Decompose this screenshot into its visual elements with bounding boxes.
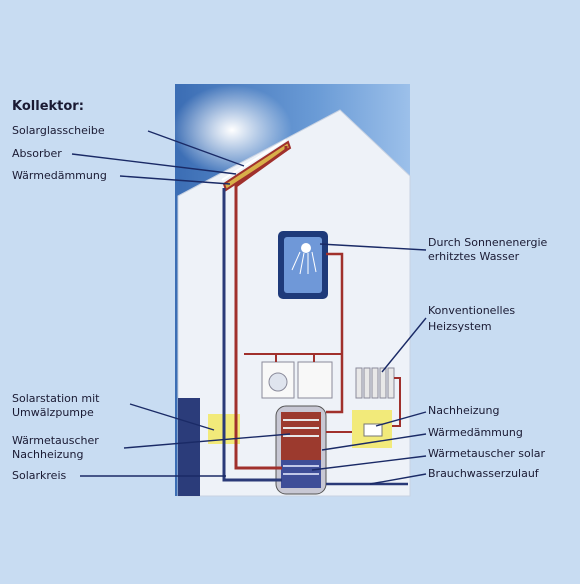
solar-circuit-cold-pipe (222, 188, 282, 482)
tank-coil-bottom (283, 465, 319, 475)
outside-wall-dark (178, 398, 200, 496)
leader-waermetauscher-nachheizung (123, 433, 291, 449)
leader-brauchwasser (369, 473, 427, 485)
label-absorber: Absorber (12, 147, 62, 160)
leader-solarglasscheibe (147, 130, 245, 167)
washing-machine-door (268, 372, 288, 392)
label-solarstation-line2: Umwälzpumpe (12, 406, 94, 419)
leader-sonne (319, 243, 427, 251)
shower-spray-icon (291, 251, 317, 275)
heating-pipe (326, 377, 401, 433)
label-waermetauscher-nach-line1: Wärmetauscher (12, 434, 99, 447)
label-sonne-line2: erhitztes Wasser (428, 250, 520, 263)
leader-waermetauscher-solar (311, 455, 427, 471)
tank-coil-top (283, 419, 319, 437)
shower-head-icon (301, 243, 311, 253)
leader-waermedaemmung (321, 433, 427, 451)
boiler-box-detail (363, 423, 383, 437)
leader-waermedaemmung-top (119, 175, 231, 185)
label-waermetauscher-nach-line2: Nachheizung (12, 448, 84, 461)
solar-circuit-hot-pipe (234, 146, 288, 470)
leader-absorber (71, 153, 237, 175)
leader-lines (71, 130, 427, 485)
leader-solarstation (129, 403, 215, 431)
label-waermetauscher-solar: Wärmetauscher solar (428, 447, 546, 460)
radiator-icon (355, 367, 395, 399)
leader-konventionell (381, 317, 427, 373)
label-waermedaemmung: Wärmedämmung (428, 426, 523, 439)
washing-machine-2 (297, 361, 333, 399)
label-solarkreis: Solarkreis (12, 469, 67, 482)
label-solarstation-line1: Solarstation mit (12, 392, 100, 405)
label-nachheizung: Nachheizung (428, 404, 500, 417)
hot-water-drop (275, 354, 315, 362)
label-brauchwasser: Brauchwasserzulauf (428, 467, 539, 480)
label-konventionell-line2: Heizsystem (428, 320, 492, 333)
hot-water-pipe (326, 252, 344, 414)
collector-heading: Kollektor: (12, 99, 84, 114)
collector-panel (222, 140, 292, 192)
shower-window-inner (284, 237, 322, 293)
leader-nachheizung (375, 411, 427, 427)
label-konventionell-line1: Konventionelles (428, 304, 516, 317)
label-waermedaemmung-top: Wärmedämmung (12, 169, 107, 182)
label-sonne-line1: Durch Sonnenenergie (428, 236, 548, 249)
label-solarglasscheibe: Solarglasscheibe (12, 124, 105, 137)
